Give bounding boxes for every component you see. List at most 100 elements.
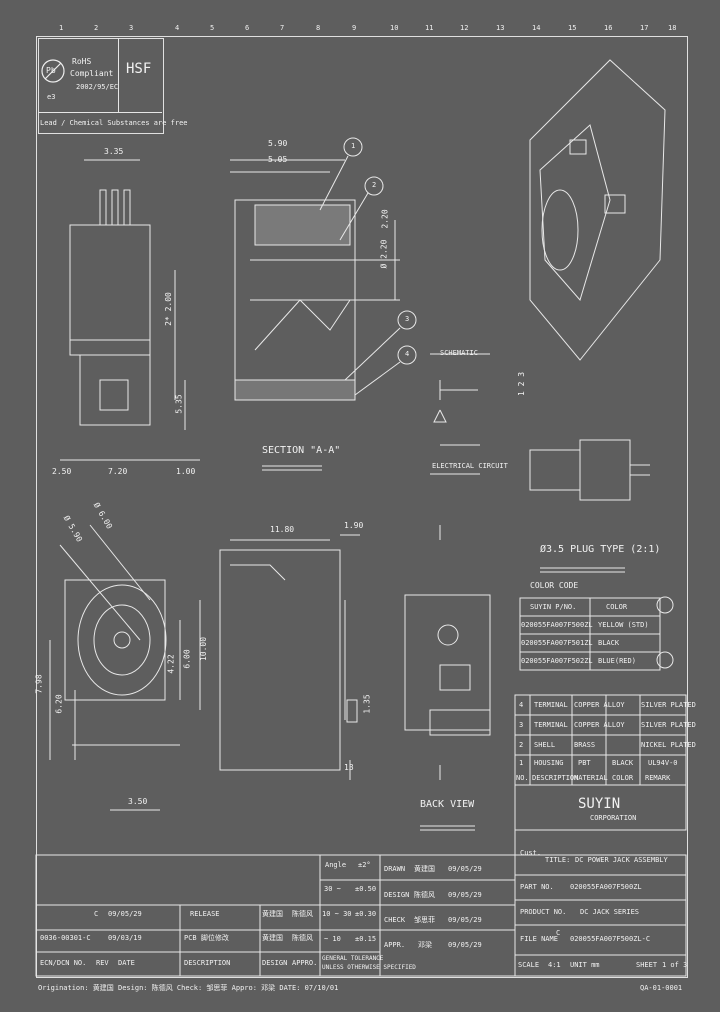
pb-free-logo-icon bbox=[41, 59, 65, 83]
dim-text: 10.00 bbox=[199, 636, 209, 662]
signoff-name: 邓梁 bbox=[418, 941, 432, 949]
table-cell: UL94V-0 bbox=[648, 759, 678, 767]
table-header: APPRO. bbox=[292, 959, 318, 967]
back-view-outline bbox=[404, 594, 491, 731]
scale-value: 4:1 bbox=[548, 961, 561, 969]
signoff-name: 邹思菲 bbox=[414, 916, 435, 924]
color-code-label: COLOR CODE bbox=[530, 581, 579, 590]
part-no-value: 020055FA007F500ZL bbox=[570, 883, 642, 891]
dim-text: 3.35 bbox=[104, 147, 124, 156]
back-view-label: BACK VIEW bbox=[420, 799, 475, 810]
sheet-label: SHEET bbox=[636, 961, 658, 969]
scale-label: SCALE bbox=[518, 961, 540, 969]
rohs-code: 2002/95/EC bbox=[76, 83, 119, 91]
compliant-label: Compliant bbox=[70, 69, 114, 78]
table-cell: 020055FA007F502ZL bbox=[521, 657, 593, 665]
tol-angle: Angle bbox=[325, 861, 347, 869]
product-label: PRODUCT NO. bbox=[520, 908, 567, 916]
hsf-mark: HSF bbox=[126, 61, 152, 77]
dim-text: 2.50 bbox=[52, 467, 72, 476]
dim-text: Ø 2.20 bbox=[379, 239, 389, 269]
tol-value: ±0.50 bbox=[355, 885, 377, 893]
table-cell: BLACK bbox=[598, 639, 620, 647]
front-view-outline bbox=[69, 224, 151, 356]
dim-text: 5.35 bbox=[174, 394, 184, 414]
table-cell: SILVER PLATED bbox=[641, 721, 696, 729]
tol-general: GENERAL TOLERANCE bbox=[322, 955, 384, 962]
table-cell: PCB 脚位修改 bbox=[184, 934, 229, 942]
table-cell: SILVER PLATED bbox=[641, 701, 696, 709]
table-cell: 4 bbox=[519, 701, 524, 709]
table-cell: BRASS bbox=[574, 741, 596, 749]
tol-range: 30 ~ bbox=[324, 885, 341, 893]
grid-label: 9 bbox=[352, 24, 357, 32]
table-header: NO. bbox=[516, 774, 529, 782]
table-cell: SHELL bbox=[534, 741, 556, 749]
title-value: DC POWER JACK ASSEMBLY bbox=[575, 856, 668, 864]
callout: 2 bbox=[372, 181, 377, 189]
table-header: DATE bbox=[118, 959, 135, 967]
dim-text: 2.20 bbox=[380, 209, 390, 229]
dim-text: 1.35 bbox=[362, 694, 372, 714]
grid-label: 2 bbox=[94, 24, 99, 32]
tol-range: ~ 10 bbox=[324, 935, 341, 943]
table-cell: 3 bbox=[519, 721, 524, 729]
dim-text: 5.90 bbox=[268, 139, 288, 148]
dim-text: 6.20 bbox=[54, 694, 64, 714]
table-cell: 1 bbox=[519, 759, 524, 767]
company-name: SUYIN bbox=[578, 796, 621, 812]
table-cell: BLUE(RED) bbox=[598, 657, 636, 665]
table-cell: 0036-00301-C bbox=[40, 934, 91, 942]
callout: 4 bbox=[405, 350, 410, 358]
schematic-label: SCHEMATIC bbox=[440, 349, 478, 357]
table-header: COLOR bbox=[606, 603, 628, 611]
grid-label: 5 bbox=[210, 24, 215, 32]
dim-text: 1.00 bbox=[176, 467, 196, 476]
tol-angle-value: ±2° bbox=[358, 861, 371, 869]
table-header: DESCRIPTION bbox=[532, 774, 579, 782]
dim-text: 6.00 bbox=[182, 649, 192, 669]
dim-text: 3.50 bbox=[128, 797, 148, 806]
dim-text: 7.98 bbox=[34, 674, 44, 694]
grid-label: 3 bbox=[129, 24, 134, 32]
grid-label: 15 bbox=[568, 24, 577, 32]
signoff-label: DESIGN bbox=[384, 891, 410, 899]
callout: 1 bbox=[351, 142, 356, 150]
logo-sub: e3 bbox=[47, 93, 56, 101]
section-aa-label: SECTION "A-A" bbox=[262, 445, 341, 456]
file-value: 020055FA007F500ZL-C bbox=[570, 935, 651, 943]
table-cell: HOUSING bbox=[534, 759, 564, 767]
side-view-outline bbox=[219, 549, 341, 771]
dim-text: 5.05 bbox=[268, 155, 288, 164]
dim-text: 7.20 bbox=[108, 467, 128, 476]
unit-label: UNIT mm bbox=[570, 961, 600, 969]
outer-border bbox=[36, 36, 688, 978]
grid-label: 13 bbox=[496, 24, 505, 32]
dim-text: 2* 2.00 bbox=[163, 292, 173, 326]
table-cell: YELLOW (STD) bbox=[598, 621, 649, 629]
table-header: SUYIN P/NO. bbox=[530, 603, 577, 611]
form-number: QA-01-0001 bbox=[640, 984, 683, 992]
pin-labels: 1 2 3 bbox=[517, 371, 527, 397]
table-cell: 09/05/29 bbox=[108, 910, 142, 918]
table-header: DESIGN bbox=[262, 959, 288, 967]
table-header: MATERIAL bbox=[574, 774, 608, 782]
signoff-name: 黄建国 bbox=[414, 865, 435, 873]
table-cell: TERMINAL bbox=[534, 721, 568, 729]
table-cell: COPPER ALLOY bbox=[574, 721, 625, 729]
tol-unless: UNLESS OTHERWISE SPECIFIED bbox=[322, 964, 416, 971]
table-header: ECN/DCN NO. bbox=[40, 959, 87, 967]
compliance-box bbox=[38, 38, 164, 134]
grid-label: 12 bbox=[460, 24, 469, 32]
table-cell: NICKEL PLATED bbox=[641, 741, 696, 749]
signoff-date: 09/05/29 bbox=[448, 891, 482, 899]
tol-value: ±0.30 bbox=[355, 910, 377, 918]
table-cell: 2 bbox=[519, 741, 524, 749]
grid-label: 18 bbox=[668, 24, 677, 32]
product-value: DC JACK SERIES bbox=[580, 908, 640, 916]
grid-label: 1 bbox=[59, 24, 64, 32]
tol-range: 10 ~ 30 bbox=[322, 910, 352, 918]
bottom-view-outline bbox=[64, 579, 166, 701]
